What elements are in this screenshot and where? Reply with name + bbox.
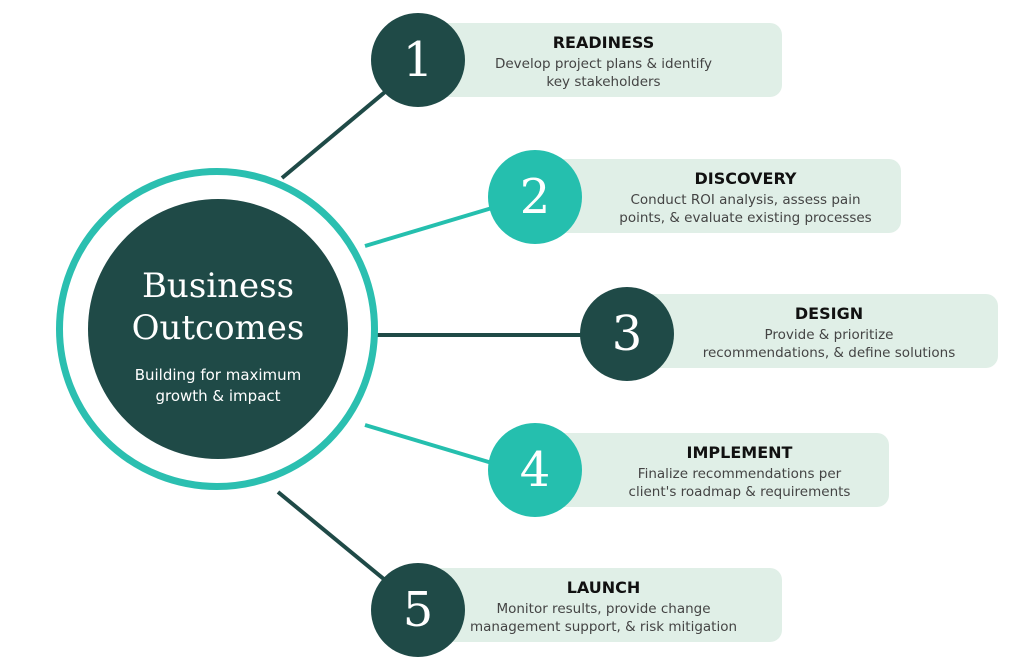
step-1-number: 1 (371, 13, 465, 107)
step-3-number: 3 (580, 287, 674, 381)
step-3-title: DESIGN (794, 304, 864, 323)
step-2-number: 2 (488, 150, 582, 244)
step-4-number: 4 (488, 423, 582, 517)
step-1-title: READINESS (552, 33, 655, 52)
hub-subtitle: Building for maximum growth & impact (134, 366, 302, 405)
step-4-title: IMPLEMENT (686, 443, 793, 462)
step-4-card: IMPLEMENT Finalize recommendations per c… (550, 433, 889, 507)
connector-5 (276, 490, 387, 582)
step-2-title: DISCOVERY (694, 169, 797, 188)
step-5-card: LAUNCH Monitor results, provide change m… (425, 568, 782, 642)
hub-title: Business Outcomes (131, 266, 305, 348)
step-2-card: DISCOVERY Conduct ROI analysis, assess p… (550, 159, 901, 233)
step-4-description: Finalize recommendations per client's ro… (628, 466, 851, 500)
step-1-card: READINESS Develop project plans & identi… (425, 23, 782, 97)
connector-1 (280, 90, 387, 180)
connector-2 (364, 206, 493, 248)
step-3-card: DESIGN Provide & prioritize recommendati… (640, 294, 998, 368)
step-5-number: 5 (371, 563, 465, 657)
step-2-description: Conduct ROI analysis, assess pain points… (619, 192, 872, 226)
step-3-description: Provide & prioritize recommendations, & … (702, 327, 956, 361)
step-5-title: LAUNCH (566, 578, 641, 597)
step-1-description: Develop project plans & identify key sta… (494, 56, 713, 90)
connector-4 (364, 423, 493, 465)
step-5-description: Monitor results, provide change manageme… (469, 601, 738, 635)
hub-circle: Business Outcomes Building for maximum g… (88, 199, 348, 459)
